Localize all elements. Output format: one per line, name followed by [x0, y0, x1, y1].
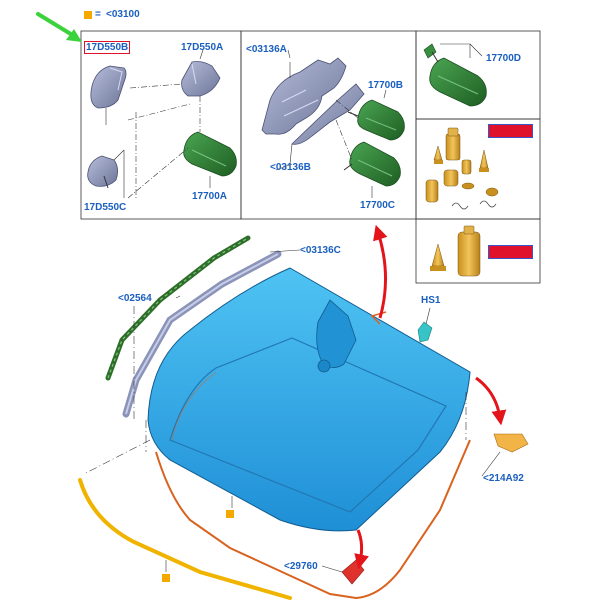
legend-square-marker-1 — [226, 510, 234, 518]
dash-leaders-panel2 — [335, 99, 359, 161]
mirror-cover-17d550b — [90, 65, 127, 125]
bracket-03136a — [261, 57, 365, 165]
label-adhesive-kit-highlighted[interactable]: <03862A — [488, 124, 533, 138]
trim-yellow-lower — [78, 478, 292, 600]
molding-02564 — [105, 235, 251, 381]
part-214a92 — [493, 433, 529, 453]
part-29760 — [341, 559, 365, 585]
label-17700d[interactable]: 17700D — [486, 53, 522, 64]
label-17700a[interactable]: 17700A — [192, 191, 228, 202]
legend-equals: = — [95, 9, 101, 20]
label-214a92[interactable]: <214A92 — [483, 473, 524, 484]
red-arrows — [354, 224, 507, 570]
orange-square-icon — [84, 11, 92, 19]
mirror-17700c — [343, 141, 401, 198]
inset-frames — [80, 30, 541, 284]
label-hs1[interactable]: HS1 — [421, 295, 441, 306]
dash-leaders-panel1 — [127, 83, 201, 200]
label-17d550a[interactable]: 17D550A — [181, 42, 224, 53]
label-leaders — [175, 49, 501, 573]
mirror-cover-17d550c — [87, 149, 125, 198]
mirror-cover-17d550a — [181, 49, 221, 97]
mirror-17700a — [183, 131, 237, 188]
label-03136c[interactable]: <03136C — [300, 245, 341, 256]
inset-panel-adhesive-kit-2 — [415, 218, 541, 284]
label-17700b[interactable]: 17700B — [368, 80, 404, 91]
label-adhesive-kit-2-highlighted[interactable]: <03862B — [488, 245, 533, 259]
legend-square-marker-2 — [162, 574, 170, 582]
adhesive-kit-parts-2 — [430, 225, 481, 277]
green-pointer-arrow-icon — [36, 12, 82, 42]
label-17d550b[interactable]: 17D550B — [84, 41, 131, 54]
label-17d550c[interactable]: 17D550C — [84, 202, 127, 213]
label-03136a[interactable]: <03136A — [246, 44, 287, 55]
label-02564[interactable]: <02564 — [118, 293, 152, 304]
rain-sensor-hs1 — [417, 307, 433, 343]
legend-code[interactable]: <03100 — [106, 9, 140, 20]
label-17700c[interactable]: 17700C — [360, 200, 396, 211]
adhesive-kit-parts — [425, 127, 499, 210]
label-03136b[interactable]: <03136B — [270, 162, 311, 173]
trim-03136c — [122, 250, 282, 418]
mirror-17700d — [423, 43, 487, 107]
seal-inner-line — [171, 371, 217, 441]
label-29760[interactable]: <29760 — [284, 561, 318, 572]
dash-leaders-main — [83, 306, 467, 475]
windshield-glass — [147, 267, 471, 532]
